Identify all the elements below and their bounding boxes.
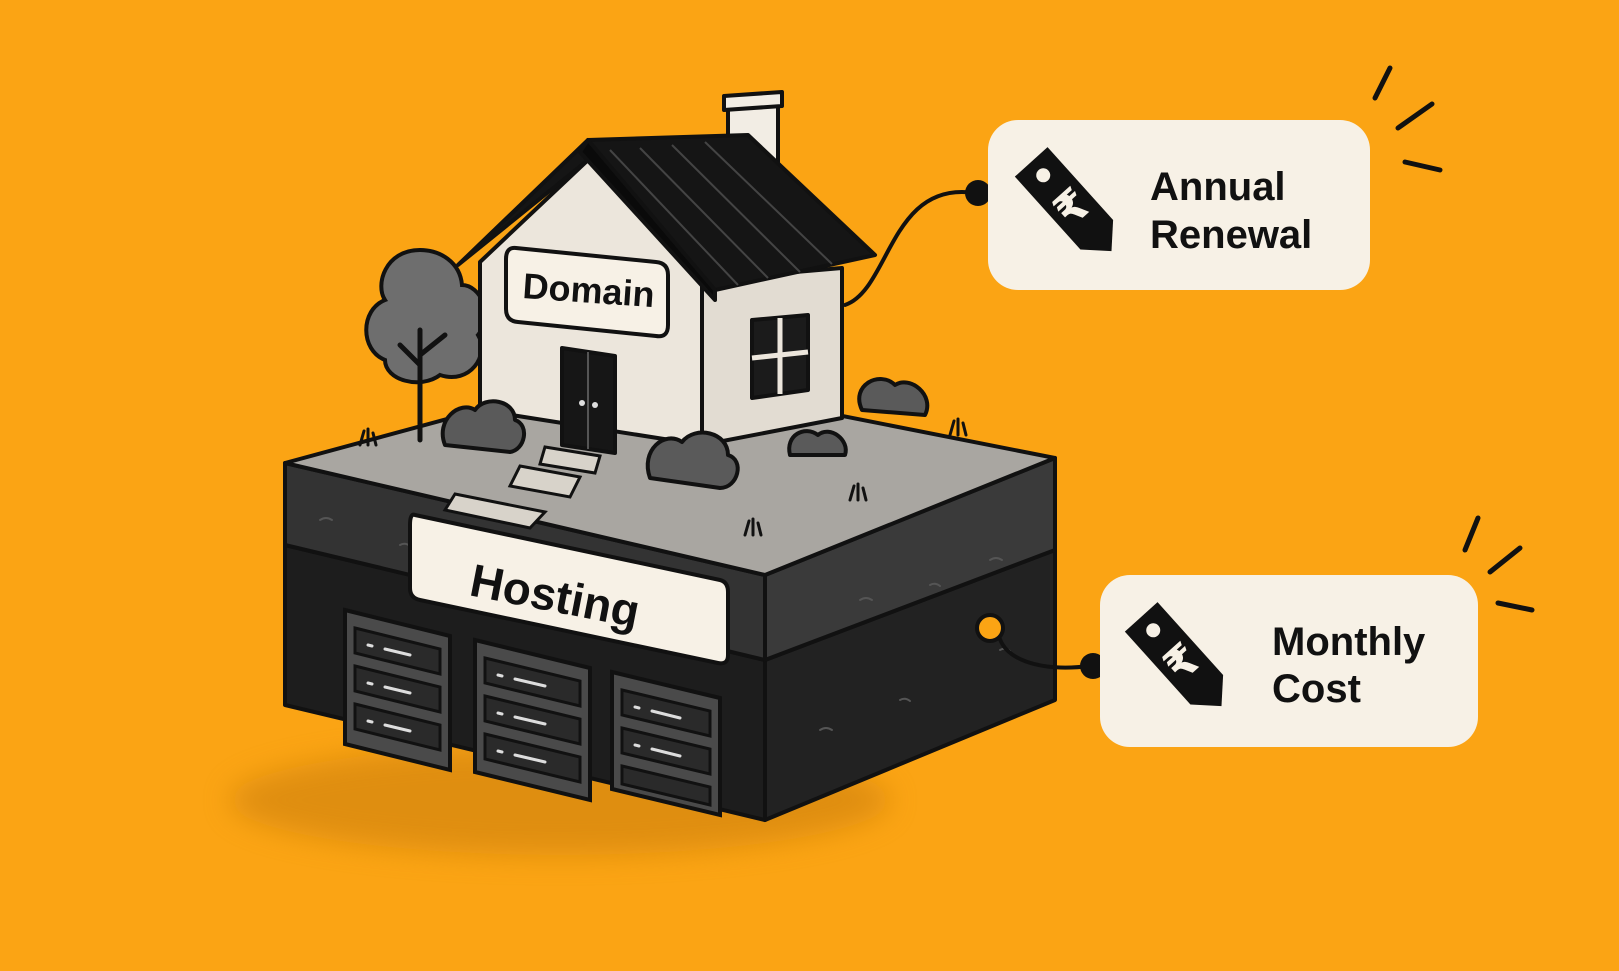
bush-center: [645, 430, 740, 490]
monthly-tag-line1: Monthly: [1272, 620, 1426, 664]
bushes: [440, 377, 930, 490]
tree: [364, 247, 488, 443]
monthly-sparkle-icon: [1462, 515, 1535, 613]
house-door: [560, 346, 617, 455]
monthly-cost-card: ₹ Monthly Cost: [1100, 575, 1478, 747]
annual-tag-line1: Annual: [1150, 165, 1286, 209]
annual-connector-dot: [965, 180, 991, 206]
monthly-connector-start: [975, 613, 1005, 643]
bush-right-small: [787, 429, 848, 457]
domain-label: Domain: [504, 245, 670, 339]
annual-connector-line: [843, 189, 977, 307]
garden-path: [442, 445, 602, 530]
annual-tag-line2: Renewal: [1150, 213, 1312, 257]
bush-right: [857, 377, 930, 417]
bush-left: [440, 399, 526, 454]
annual-sparkle-icon: [1372, 65, 1443, 173]
server-rack-3: [610, 669, 722, 818]
annual-renewal-card: ₹ Annual Renewal: [988, 120, 1370, 290]
server-racks: [343, 607, 722, 818]
monthly-connector-dot: [1080, 653, 1106, 679]
monthly-connector-line: [996, 628, 1092, 670]
server-rack-1: [343, 607, 452, 773]
server-rack-2: [473, 637, 592, 803]
grass-tufts: [358, 417, 968, 537]
house-window: [750, 313, 810, 400]
domain-label-text: Domain: [521, 265, 656, 315]
monthly-tag-line2: Cost: [1272, 667, 1361, 711]
